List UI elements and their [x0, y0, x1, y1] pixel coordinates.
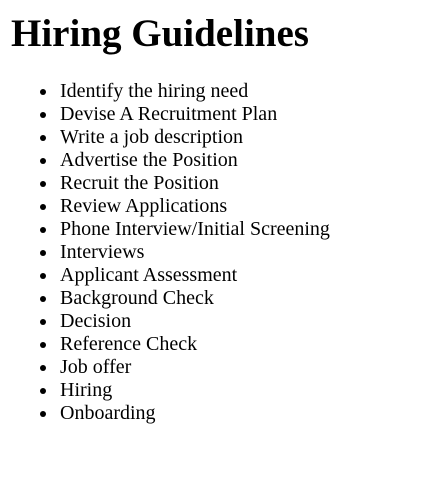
bullet-icon: [40, 342, 46, 348]
list-item: Onboarding: [40, 402, 435, 425]
bullet-icon: [40, 181, 46, 187]
bullet-icon: [40, 388, 46, 394]
page-title: Hiring Guidelines: [11, 12, 309, 55]
list-item: Job offer: [40, 356, 435, 379]
list-item-text: Interviews: [60, 241, 145, 263]
bullet-icon: [40, 296, 46, 302]
list-item: Devise A Recruitment Plan: [40, 103, 435, 126]
list-item: Phone Interview/Initial Screening: [40, 218, 435, 241]
list-item: Hiring: [40, 379, 435, 402]
list-item-text: Phone Interview/Initial Screening: [60, 218, 330, 240]
list-item: Reference Check: [40, 333, 435, 356]
list-item-text: Job offer: [60, 356, 132, 378]
list-item-text: Onboarding: [60, 402, 156, 424]
bullet-icon: [40, 135, 46, 141]
list-item: Advertise the Position: [40, 149, 435, 172]
bullet-icon: [40, 365, 46, 371]
hiring-steps-list: Identify the hiring need Devise A Recrui…: [11, 80, 435, 425]
bullet-icon: [40, 250, 46, 256]
list-item: Interviews: [40, 241, 435, 264]
list-item: Review Applications: [40, 195, 435, 218]
list-item: Applicant Assessment: [40, 264, 435, 287]
bullet-icon: [40, 89, 46, 95]
list-item-text: Decision: [60, 310, 132, 332]
bullet-icon: [40, 227, 46, 233]
list-item-text: Devise A Recruitment Plan: [60, 103, 278, 125]
list-item: Identify the hiring need: [40, 80, 435, 103]
list-item-text: Review Applications: [60, 195, 228, 217]
list-item-text: Advertise the Position: [60, 149, 238, 171]
list-item-text: Recruit the Position: [60, 172, 219, 194]
list-item-text: Identify the hiring need: [60, 80, 249, 102]
bullet-icon: [40, 273, 46, 279]
list-item: Background Check: [40, 287, 435, 310]
bullet-icon: [40, 158, 46, 164]
list-item-text: Background Check: [60, 287, 214, 309]
list-item: Recruit the Position: [40, 172, 435, 195]
bullet-icon: [40, 411, 46, 417]
list-item: Decision: [40, 310, 435, 333]
list-item-text: Applicant Assessment: [60, 264, 238, 286]
bullet-icon: [40, 204, 46, 210]
list-item-text: Reference Check: [60, 333, 198, 355]
list-item-text: Write a job description: [60, 126, 244, 148]
bullet-icon: [40, 112, 46, 118]
list-item-text: Hiring: [60, 379, 113, 401]
list-item: Write a job description: [40, 126, 435, 149]
bullet-icon: [40, 319, 46, 325]
